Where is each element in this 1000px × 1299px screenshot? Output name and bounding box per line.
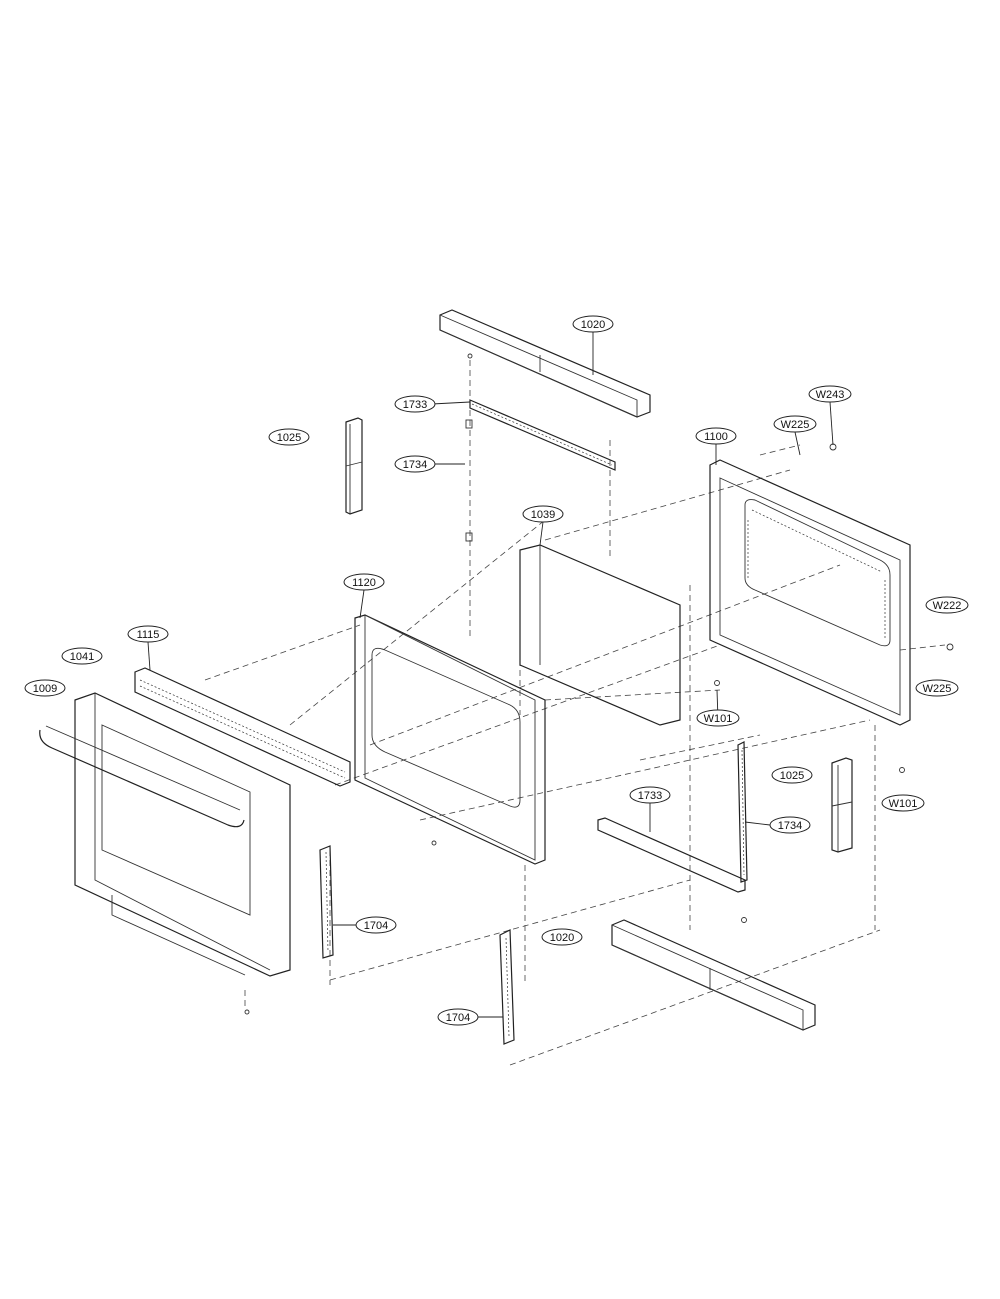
- svg-text:1734: 1734: [778, 820, 802, 832]
- svg-text:1704: 1704: [446, 1012, 470, 1024]
- svg-text:1009: 1009: [33, 683, 57, 695]
- part-1733-top-strip: [469, 399, 616, 471]
- svg-text:1020: 1020: [581, 319, 605, 331]
- callout-1120: 1120: [343, 573, 385, 591]
- callout-1041: 1041: [61, 647, 103, 665]
- callout-1734-top: 1734: [394, 455, 436, 473]
- svg-text:1020: 1020: [550, 932, 574, 944]
- part-1115-vent-strip: [134, 667, 351, 787]
- svg-text:1115: 1115: [137, 629, 160, 641]
- svg-text:W101: W101: [889, 798, 918, 810]
- svg-text:W225: W225: [923, 683, 952, 695]
- svg-text:1041: 1041: [70, 651, 94, 663]
- svg-text:W243: W243: [816, 389, 845, 401]
- svg-text:1704: 1704: [364, 920, 388, 932]
- part-1734-bottom-bar: [737, 741, 748, 883]
- screw-markers: [244, 353, 954, 1015]
- svg-text:1100: 1100: [704, 431, 728, 443]
- svg-text:1733: 1733: [403, 399, 427, 411]
- svg-text:1120: 1120: [352, 577, 376, 589]
- svg-text:1025: 1025: [780, 770, 804, 782]
- part-1025-left-post: [345, 417, 363, 515]
- callout-1020-bottom: 1020: [541, 928, 583, 946]
- assembly-guide-lines: [204, 360, 946, 1066]
- callout-1733-top: 1733: [394, 395, 436, 413]
- part-1120-cavity-front: [354, 614, 546, 865]
- part-1009-oven-door: [39, 692, 291, 977]
- callout-1020-top: 1020: [572, 315, 614, 333]
- svg-text:1733: 1733: [638, 790, 662, 802]
- callout-1704-bottom: 1704: [437, 1008, 479, 1026]
- callout-1115: 1115: [127, 625, 169, 643]
- callout-W243: W243: [808, 385, 852, 403]
- svg-text:1734: 1734: [403, 459, 427, 471]
- callout-1100: 1100: [695, 427, 737, 445]
- callout-1009: 1009: [24, 679, 66, 697]
- callout-1734-bottom: 1734: [769, 816, 811, 834]
- part-1039-inner-panel: [519, 544, 681, 726]
- callout-W101-right: W101: [881, 794, 925, 812]
- part-1025-right-post: [831, 757, 853, 853]
- svg-text:W222: W222: [933, 600, 962, 612]
- callout-1733-bottom: 1733: [629, 786, 671, 804]
- callout-1025-left: 1025: [268, 428, 310, 446]
- svg-text:W101: W101: [704, 713, 733, 725]
- callout-W225-top: W225: [773, 415, 817, 433]
- part-1100-right-frame: [709, 459, 911, 726]
- part-1020-bottom-rail: [611, 919, 816, 1031]
- part-1734-top-clips: [465, 419, 473, 542]
- svg-text:W225: W225: [781, 419, 810, 431]
- svg-text:1039: 1039: [531, 509, 555, 521]
- callout-W101-center: W101: [696, 709, 740, 727]
- callout-1025-right: 1025: [771, 766, 813, 784]
- callout-W222: W222: [925, 596, 969, 614]
- svg-text:1025: 1025: [277, 432, 301, 444]
- part-1733-bottom-strip: [597, 817, 746, 893]
- part-1020-top-rail: [439, 309, 651, 418]
- callout-1039: 1039: [522, 505, 564, 523]
- part-1704-left-hinge: [319, 845, 334, 959]
- part-1704-bottom-hinge: [499, 929, 515, 1045]
- callout-W225-bottom: W225: [915, 679, 959, 697]
- callout-1704-left: 1704: [355, 916, 397, 934]
